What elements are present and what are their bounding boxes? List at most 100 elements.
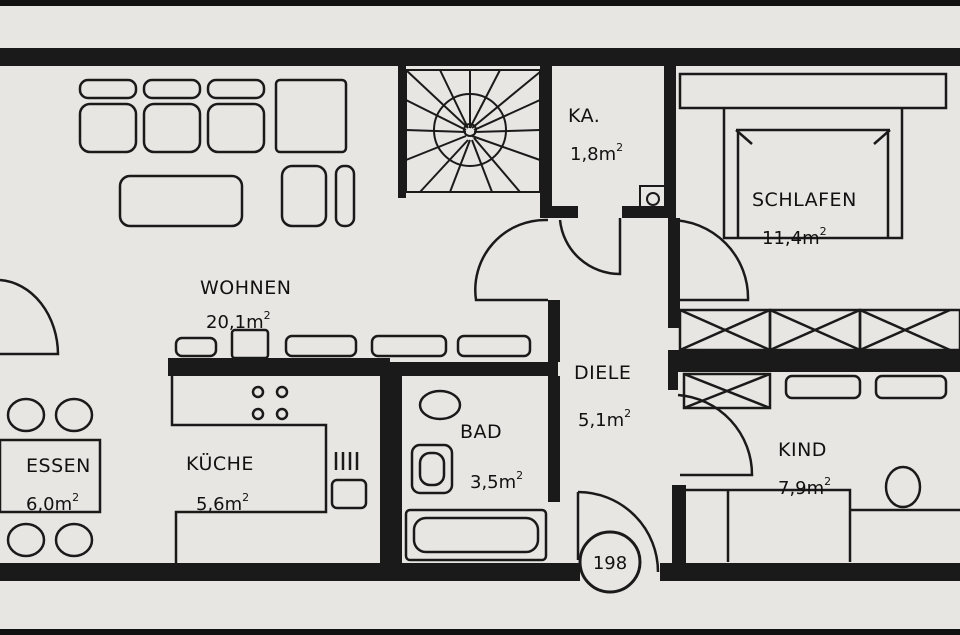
- room-name-essen: ESSEN: [26, 455, 91, 477]
- room-area-schlafen: 11,4m2: [762, 225, 827, 249]
- sofa-seat: [142, 102, 202, 154]
- bad-furniture: [404, 389, 660, 573]
- wall-ka-right: [664, 66, 676, 218]
- walls: [0, 48, 960, 581]
- wall-stair-ka: [540, 66, 552, 216]
- sofa-cushion: [142, 78, 202, 100]
- wall-kind-lower: [672, 485, 686, 565]
- sofa-seat: [206, 102, 266, 154]
- bed-cover: [736, 128, 890, 238]
- stove-burner: [251, 407, 265, 421]
- room-name-schlafen: SCHLAFEN: [752, 189, 857, 211]
- wall-diele-kind: [668, 350, 678, 390]
- bathtub-inner: [412, 516, 540, 554]
- bed: [722, 108, 904, 240]
- room-name-bad: BAD: [460, 421, 502, 443]
- sink: [418, 389, 462, 421]
- side-table: [280, 164, 328, 228]
- essen-furniture: [0, 397, 102, 558]
- top-dark-border: [0, 0, 960, 6]
- unit-number-badge: 198: [578, 530, 642, 594]
- door-schlafen-arc: [669, 218, 750, 302]
- room-name-ka: KA.: [568, 105, 600, 127]
- dining-table: [0, 438, 102, 514]
- wall-wohnen-kueche: [168, 358, 390, 376]
- stove-burner: [275, 407, 289, 421]
- wardrobe: [858, 308, 960, 352]
- room-area-bad: 3,5m2: [470, 469, 523, 493]
- kind-bed: [686, 488, 852, 562]
- wall-bottom-left: [0, 563, 580, 581]
- entrance-door-arc: [577, 490, 660, 573]
- wall-kueche-bad: [380, 372, 402, 565]
- wall-stair-left: [398, 66, 406, 198]
- chair: [6, 522, 46, 558]
- stair-steps: [405, 69, 541, 193]
- bathtub: [404, 508, 548, 562]
- shelf: [174, 336, 218, 358]
- room-area-wohnen: 20,1m2: [206, 309, 271, 333]
- wall-bottom-right: [660, 563, 960, 581]
- wardrobe-cross: [679, 308, 771, 352]
- door-kind-arc: [677, 393, 754, 477]
- armchair: [274, 78, 348, 154]
- bottom-dark-border: [0, 629, 960, 635]
- radiator: [334, 452, 359, 470]
- room-name-diele: DIELE: [574, 362, 631, 384]
- paper: [0, 6, 960, 629]
- pillow-left: [735, 129, 891, 145]
- wall-bad-top: [380, 362, 558, 376]
- kind-shelf: [784, 374, 862, 400]
- diele-doors: [474, 218, 754, 477]
- shelf: [456, 334, 532, 358]
- shelf: [370, 334, 448, 358]
- wardrobe-cross: [769, 308, 861, 352]
- shelf-tv: [230, 328, 270, 360]
- chair: [6, 397, 46, 433]
- kueche-furniture: [170, 376, 368, 565]
- bed-headboard: [678, 72, 948, 110]
- kind-wardrobe: [682, 372, 772, 410]
- room-area-ka: 1,8m2: [570, 141, 623, 165]
- essen-door-arc: [0, 278, 60, 356]
- door-wohnen-arc: [474, 218, 549, 302]
- wall-ka-bottom: [540, 206, 578, 218]
- chair: [54, 522, 94, 558]
- toilet-bowl: [418, 451, 446, 487]
- room-area-diele: 5,1m2: [578, 407, 631, 431]
- unit-number-circle: [578, 530, 642, 594]
- stove-burner: [275, 385, 289, 399]
- side-table-narrow: [334, 164, 356, 228]
- door-ka-arc: [558, 218, 622, 276]
- wall-wohnen-diele: [548, 300, 560, 362]
- wardrobe-cross: [859, 308, 951, 352]
- room-labels: WOHNEN 20,1m2 KA. 1,8m2 SCHLAFEN 11,4m2 …: [26, 105, 857, 515]
- wall-bad-diele: [548, 376, 560, 502]
- fridge: [330, 478, 368, 510]
- room-name-kueche: KÜCHE: [186, 452, 254, 475]
- kitchen-counter: [170, 376, 328, 565]
- wohnen-furniture: [0, 78, 532, 360]
- wall-top: [0, 48, 960, 66]
- toilet: [410, 443, 454, 495]
- unit-number: 198: [593, 553, 627, 574]
- kind-chair: [884, 465, 922, 509]
- schlafen-furniture: [678, 72, 960, 352]
- stove-burner: [251, 385, 265, 399]
- sofa-cushion: [206, 78, 266, 100]
- room-name-kind: KIND: [778, 439, 827, 461]
- sofa-cushion: [78, 78, 138, 100]
- wall-diele-schlafen: [668, 218, 680, 328]
- shelf: [284, 334, 358, 358]
- room-area-kueche: 5,6m2: [196, 491, 249, 515]
- room-area-kind: 7,9m2: [778, 475, 831, 499]
- chair: [54, 397, 94, 433]
- sofa-seat: [78, 102, 138, 154]
- stair-post: [463, 123, 477, 137]
- wall-wardrobe: [676, 350, 960, 372]
- chimney: [639, 185, 667, 213]
- thin-lines: [405, 69, 667, 213]
- chimney-flue: [646, 192, 660, 206]
- room-name-wohnen: WOHNEN: [200, 277, 291, 299]
